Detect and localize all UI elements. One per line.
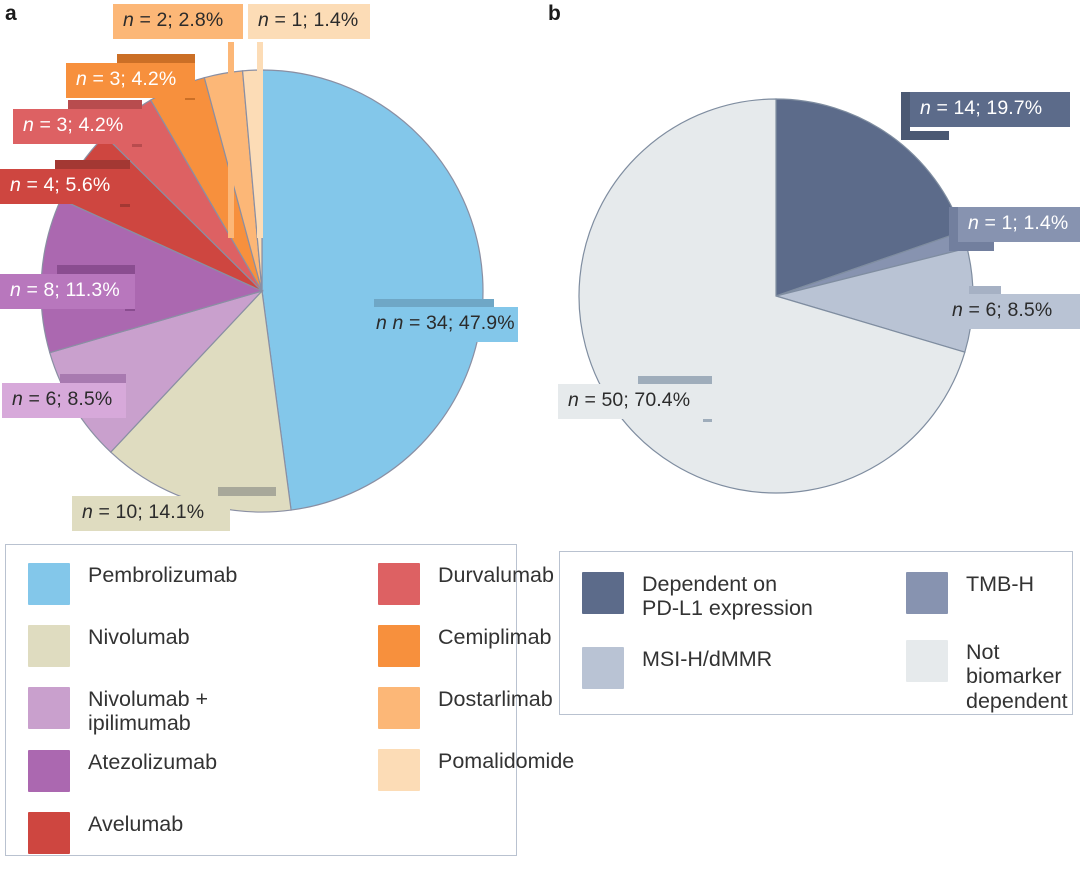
legend-item-label: Pomalidomide bbox=[438, 749, 575, 773]
legend-item[interactable]: Dostarlimab bbox=[378, 687, 574, 729]
callout-pomalidomide: n = 1; 1.4% bbox=[248, 4, 370, 39]
callout-pembrolizumab: n n = 34; 47.9% bbox=[366, 307, 518, 342]
callout-dostarlimab-text: n = 2; 2.8% bbox=[123, 9, 224, 31]
callout-atezolizumab-text: n = 8; 11.3% bbox=[10, 279, 120, 301]
callout-tmbh: n = 1; 1.4% bbox=[958, 207, 1080, 242]
callout-nivolumab: n = 10; 14.1% bbox=[72, 496, 230, 531]
legend-item-label: MSI-H/dMMR bbox=[642, 646, 773, 671]
callout-pomalidomide-text: n = 1; 1.4% bbox=[258, 9, 359, 31]
panel-b-letter: b bbox=[548, 2, 561, 25]
legend-swatch bbox=[582, 572, 624, 614]
leader-atezolizumab-top bbox=[57, 265, 135, 274]
legend-item-label: Nivolumab + ipilimumab bbox=[88, 687, 209, 736]
legend-item-label: TMB-H bbox=[966, 572, 1035, 596]
legend-swatch bbox=[906, 572, 948, 614]
legend-swatch bbox=[28, 625, 70, 667]
legend-item[interactable]: Nivolumab bbox=[28, 625, 328, 667]
legend-b-column-2: TMB-H Not biomarker dependent bbox=[906, 572, 1072, 733]
leader-nivolumab-ipilimumab-top bbox=[60, 374, 126, 383]
legend-swatch bbox=[28, 563, 70, 605]
callout-avelumab-text: n = 4; 5.6% bbox=[10, 174, 111, 196]
leader-tmbh-bottom bbox=[949, 242, 994, 251]
callout-msih-text: n = 6; 8.5% bbox=[952, 299, 1053, 321]
legend-item-label: Dependent on PD-L1 expression bbox=[642, 572, 813, 621]
callout-atezolizumab: n = 8; 11.3% bbox=[0, 274, 135, 309]
leader-cemiplimab-top bbox=[117, 54, 195, 63]
callout-dostarlimab: n = 2; 2.8% bbox=[113, 4, 243, 39]
legend-item[interactable]: Avelumab bbox=[28, 811, 328, 854]
leader-msih bbox=[969, 286, 1001, 294]
callout-tmbh-text: n = 1; 1.4% bbox=[968, 212, 1069, 234]
legend-item[interactable]: Nivolumab + ipilimumab bbox=[28, 687, 328, 736]
legend-item-label: Dostarlimab bbox=[438, 687, 553, 711]
legend-swatch bbox=[378, 563, 420, 605]
callout-notbio: n = 50; 70.4% bbox=[558, 384, 712, 419]
legend-swatch bbox=[28, 749, 70, 792]
leader-nivolumab bbox=[218, 487, 276, 496]
pie-slice bbox=[261, 69, 484, 511]
legend-item[interactable]: Pembrolizumab bbox=[28, 563, 328, 605]
callout-pdl1: n = 14; 19.7% bbox=[910, 92, 1070, 127]
legend-swatch bbox=[582, 646, 624, 689]
leader-notbio-top bbox=[638, 376, 712, 384]
legend-swatch bbox=[28, 687, 70, 729]
legend-item-label: Pembrolizumab bbox=[88, 563, 238, 587]
leader-pomalidomide-stem bbox=[257, 42, 263, 238]
legend-item-label: Durvalumab bbox=[438, 563, 554, 587]
callout-nivolumab-ipilimumab-text: n = 6; 8.5% bbox=[12, 388, 113, 410]
callout-nivolumab-text: n = 10; 14.1% bbox=[82, 501, 205, 523]
legend-item-label: Not biomarker dependent bbox=[966, 640, 1068, 713]
legend-item-label: Avelumab bbox=[88, 811, 184, 836]
leader-pembrolizumab bbox=[374, 299, 494, 307]
legend-item[interactable]: Dependent on PD-L1 expression bbox=[582, 572, 850, 621]
leader-pdl1-bottom bbox=[901, 131, 949, 140]
callout-nivolumab-ipilimumab: n = 6; 8.5% bbox=[2, 383, 126, 418]
legend-swatch bbox=[28, 811, 70, 854]
legend-swatch bbox=[906, 640, 948, 682]
legend-item-label: Cemiplimab bbox=[438, 625, 552, 649]
legend-item[interactable]: Atezolizumab bbox=[28, 749, 328, 792]
leader-dostarlimab-stem bbox=[228, 42, 234, 238]
leader-durvalumab-top bbox=[68, 100, 142, 109]
leader-tmbh bbox=[949, 207, 958, 251]
legend-swatch bbox=[378, 687, 420, 729]
callout-msih: n = 6; 8.5% bbox=[942, 294, 1080, 329]
panel-a-letter: a bbox=[5, 2, 17, 25]
legend-item-label: Nivolumab bbox=[88, 625, 190, 649]
legend-swatch bbox=[378, 749, 420, 791]
legend-item[interactable]: MSI-H/dMMR bbox=[582, 646, 850, 689]
legend-item-label: Atezolizumab bbox=[88, 749, 218, 774]
callout-cemiplimab-text: n = 3; 4.2% bbox=[76, 68, 177, 90]
callout-pembrolizumab-text: n = 34; 47.9% bbox=[392, 312, 515, 334]
callout-durvalumab: n = 3; 4.2% bbox=[13, 109, 142, 144]
legend-swatch bbox=[378, 625, 420, 667]
legend-item[interactable]: Not biomarker dependent bbox=[906, 640, 1072, 713]
leader-avelumab-top bbox=[55, 160, 130, 169]
legend-item[interactable]: Durvalumab bbox=[378, 563, 574, 605]
callout-durvalumab-text: n = 3; 4.2% bbox=[23, 114, 124, 136]
callout-pdl1-text: n = 14; 19.7% bbox=[920, 97, 1043, 119]
callout-notbio-text: n = 50; 70.4% bbox=[568, 389, 691, 411]
legend-item[interactable]: Pomalidomide bbox=[378, 749, 574, 791]
leader-pdl1 bbox=[901, 92, 910, 140]
legend-item[interactable]: TMB-H bbox=[906, 572, 1072, 614]
legend-item[interactable]: Cemiplimab bbox=[378, 625, 574, 667]
callout-cemiplimab: n = 3; 4.2% bbox=[66, 63, 195, 98]
pie-chart-b bbox=[578, 98, 974, 494]
callout-avelumab: n = 4; 5.6% bbox=[0, 169, 130, 204]
